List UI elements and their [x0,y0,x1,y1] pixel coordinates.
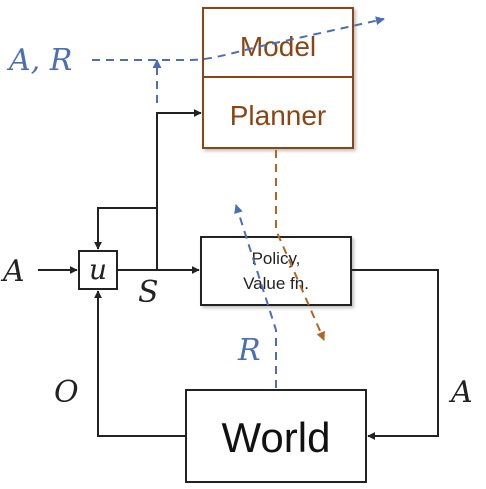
policy-to-world-arrow [351,269,439,440]
planner-to-policy-arrow [275,150,325,341]
state-label: S [138,275,159,310]
policy-label-line1: Policy, [252,249,301,268]
solid-connectors [38,109,439,440]
reward-to-policy-arrow [234,204,277,388]
update-box [78,250,118,290]
policy-label-line2: Value fn. [243,274,309,293]
world-box [185,389,367,483]
observation-arrow [94,290,186,437]
state-to-planner-arrow [156,109,202,270]
a-r-to-model-arrow [92,16,385,61]
feedback-into-update-arrow [94,207,157,250]
a-r-label: A, R [6,43,72,78]
planner-label: Planner [230,100,327,131]
action-right-label: A [448,375,473,410]
world-label: World [222,414,331,461]
reward-label: R [237,333,261,368]
policy-box [200,236,352,306]
observation-label: O [54,375,79,410]
action-left-label: A [0,254,25,289]
update-label: u [89,253,107,286]
blue-dashed-connectors [92,16,385,388]
